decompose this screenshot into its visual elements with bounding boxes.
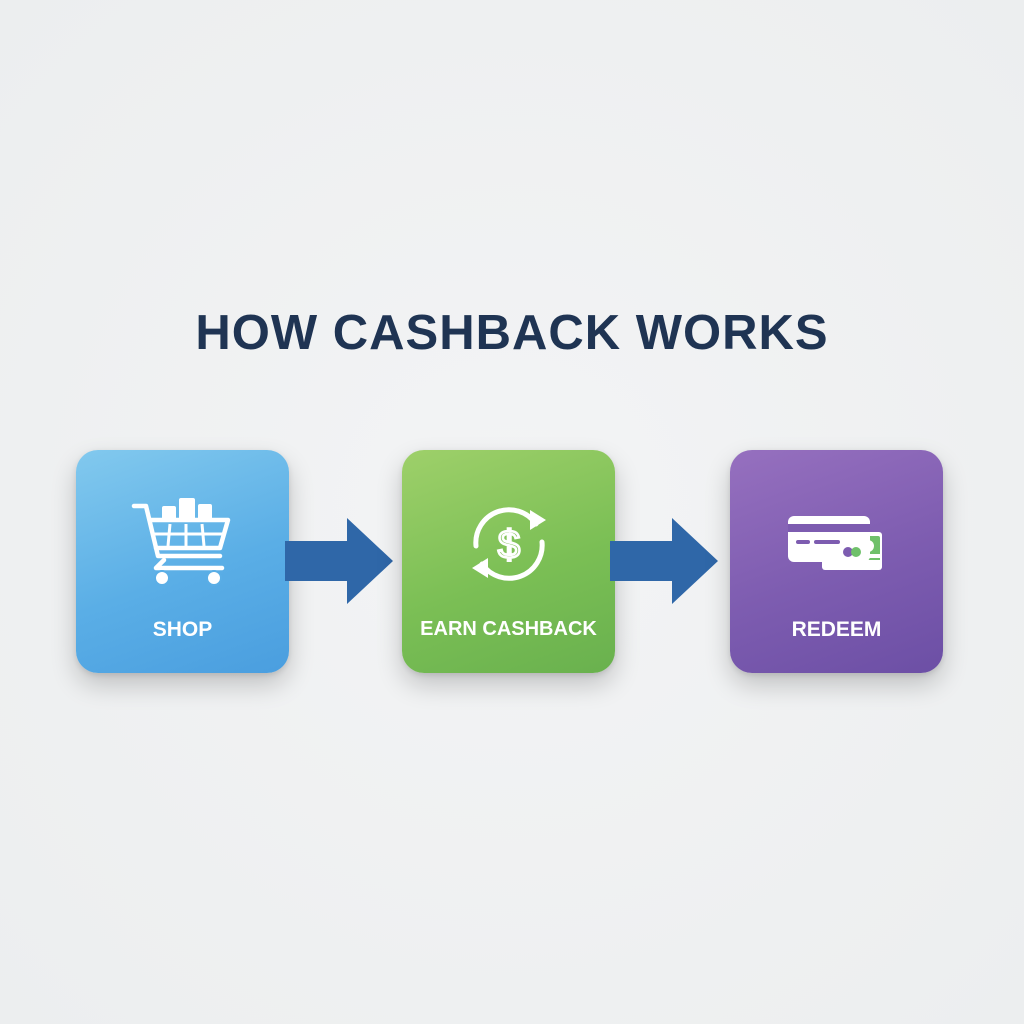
dollar-refresh-icon: $ bbox=[471, 507, 546, 581]
step-label-redeem: REDEEM bbox=[791, 618, 882, 641]
svg-text:$: $ bbox=[497, 523, 519, 567]
step-label-earn-cashback: EARN CASHBACK bbox=[420, 618, 597, 640]
step-card-redeem: REDEEM bbox=[730, 450, 943, 673]
arrow-right-icon bbox=[285, 518, 393, 604]
step-label-shop: SHOP bbox=[152, 618, 213, 641]
step-card-shop: SHOP bbox=[76, 450, 289, 673]
step-card-earn-cashback: $ EARN CASHBACK bbox=[402, 450, 615, 673]
shopping-cart-icon bbox=[131, 498, 230, 586]
arrow-right-icon bbox=[610, 518, 718, 604]
page-title: HOW CASHBACK WORKS bbox=[195, 306, 829, 360]
card-and-cash-icon bbox=[787, 516, 882, 570]
